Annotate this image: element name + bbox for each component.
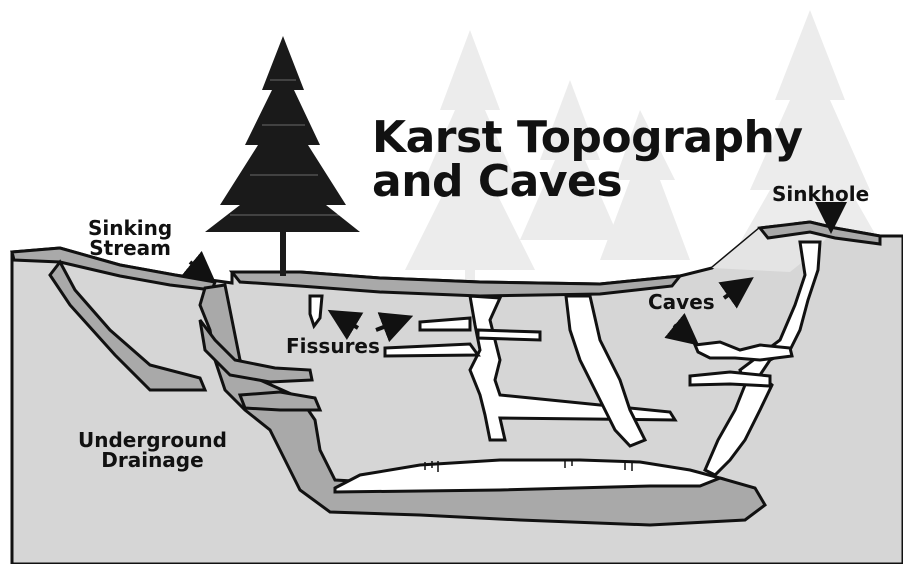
diagram-title: Karst Topography and Caves	[372, 116, 803, 204]
underground-drainage-label: Underground Drainage	[78, 428, 227, 473]
sinking-stream-label: Sinking Stream	[88, 216, 173, 261]
arrow-caves-down	[664, 312, 700, 346]
caves-label: Caves	[648, 290, 715, 314]
drainage-branch-low	[237, 390, 323, 412]
stalactites	[424, 459, 633, 472]
drainage-branch-mid	[198, 319, 314, 384]
arrow-fissures-right	[375, 312, 414, 343]
title-line-1: Karst Topography	[372, 112, 803, 163]
title-line-2: and Caves	[372, 156, 623, 207]
arrow-caves-up	[718, 277, 754, 309]
drainage-branch-left	[48, 259, 208, 392]
arrow-sinking-stream	[181, 250, 217, 284]
sinkhole-label: Sinkhole	[772, 182, 870, 206]
caves-and-fissures	[308, 240, 822, 494]
tree-texture	[230, 79, 340, 216]
pine-tree	[205, 36, 360, 276]
label-arrows	[181, 202, 847, 346]
fissures-label: Fissures	[286, 334, 380, 358]
surface-layer	[228, 270, 684, 298]
background-trees	[405, 10, 890, 280]
arrow-fissures-left	[327, 309, 364, 341]
